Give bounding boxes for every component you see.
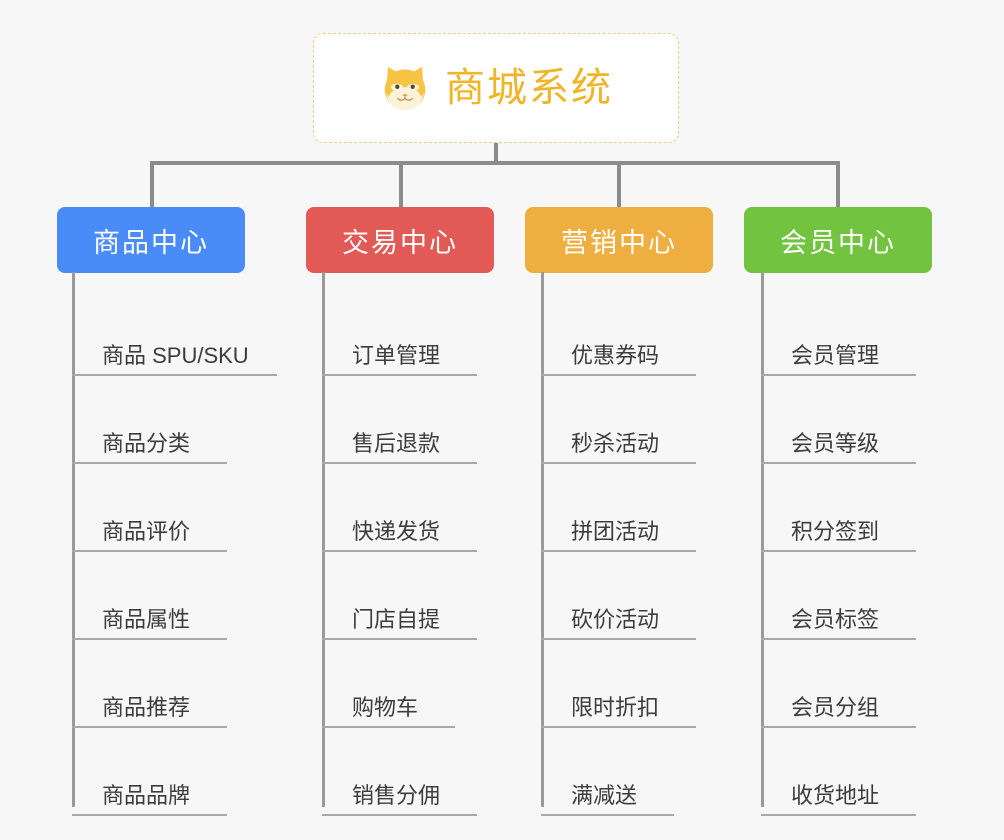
leaf-item-label: 满减送 [571, 782, 638, 808]
category-node-marketing-center[interactable]: 营销中心 [525, 207, 713, 273]
column-spine [72, 272, 75, 807]
leaf-item-label: 商品 SPU/SKU [102, 342, 249, 368]
leaf-item-label: 快递发货 [352, 518, 441, 544]
leaf-item-label: 商品品牌 [102, 782, 191, 808]
leaf-item[interactable]: 限时折扣 [541, 640, 696, 728]
leaf-item[interactable]: 商品推荐 [72, 640, 227, 728]
leaf-item[interactable]: 商品分类 [72, 376, 227, 464]
leaf-item-label: 积分签到 [791, 518, 880, 544]
leaf-item-label: 优惠券码 [571, 342, 660, 368]
leaf-item[interactable]: 商品 SPU/SKU [72, 288, 277, 376]
category-node-product-center[interactable]: 商品中心 [57, 207, 245, 273]
leaf-item-label: 收货地址 [791, 782, 880, 808]
leaf-item[interactable]: 订单管理 [322, 288, 477, 376]
leaf-item-label: 拼团活动 [571, 518, 660, 544]
connector-drop-3 [617, 161, 621, 207]
leaf-item-label: 会员分组 [791, 694, 880, 720]
leaf-item[interactable]: 拼团活动 [541, 464, 696, 552]
leaf-item[interactable]: 会员分组 [761, 640, 916, 728]
shiba-dog-face-icon [384, 66, 426, 110]
leaf-item-label: 售后退款 [352, 430, 441, 456]
leaf-item[interactable]: 快递发货 [322, 464, 477, 552]
leaf-item[interactable]: 收货地址 [761, 728, 916, 816]
leaf-item-label: 秒杀活动 [571, 430, 660, 456]
leaf-item-label: 会员等级 [791, 430, 880, 456]
leaf-item[interactable]: 满减送 [541, 728, 674, 816]
leaf-item[interactable]: 购物车 [322, 640, 455, 728]
connector-horizontal-bus [150, 161, 840, 165]
leaf-item-label: 订单管理 [352, 342, 441, 368]
leaf-item-label: 会员标签 [791, 606, 880, 632]
leaf-item[interactable]: 砍价活动 [541, 552, 696, 640]
leaf-item[interactable]: 商品品牌 [72, 728, 227, 816]
leaf-item-label: 限时折扣 [571, 694, 660, 720]
leaf-item[interactable]: 销售分佣 [322, 728, 477, 816]
connector-drop-2 [399, 161, 403, 207]
category-node-member-center[interactable]: 会员中心 [744, 207, 932, 273]
leaf-item[interactable]: 门店自提 [322, 552, 477, 640]
leaf-item-label: 商品属性 [102, 606, 191, 632]
leaf-item-label: 砍价活动 [571, 606, 660, 632]
leaf-item[interactable]: 优惠券码 [541, 288, 696, 376]
leaf-item-label: 商品评价 [102, 518, 191, 544]
leaf-item-label: 购物车 [352, 694, 419, 720]
leaf-item-label: 销售分佣 [352, 782, 441, 808]
column-spine [541, 272, 544, 807]
leaf-item[interactable]: 会员标签 [761, 552, 916, 640]
leaf-item-label: 商品推荐 [102, 694, 191, 720]
leaf-item[interactable]: 会员管理 [761, 288, 916, 376]
leaf-item-label: 门店自提 [352, 606, 441, 632]
connector-drop-1 [150, 161, 154, 207]
connector-root-stem [494, 143, 498, 165]
column-spine [761, 272, 764, 807]
category-node-label: 营销中心 [561, 227, 677, 258]
leaf-item-label: 会员管理 [791, 342, 880, 368]
root-node-shop-system[interactable]: 商城系统 [313, 33, 679, 143]
leaf-item[interactable]: 商品属性 [72, 552, 227, 640]
connector-drop-4 [836, 161, 840, 207]
leaf-item[interactable]: 积分签到 [761, 464, 916, 552]
column-spine [322, 272, 325, 807]
root-node-title: 商城系统 [445, 66, 613, 110]
category-node-label: 会员中心 [780, 227, 896, 258]
category-node-label: 商品中心 [93, 227, 209, 258]
category-node-label: 交易中心 [342, 227, 458, 258]
leaf-item[interactable]: 售后退款 [322, 376, 477, 464]
leaf-item[interactable]: 会员等级 [761, 376, 916, 464]
category-node-trade-center[interactable]: 交易中心 [306, 207, 494, 273]
leaf-item[interactable]: 秒杀活动 [541, 376, 696, 464]
leaf-item[interactable]: 商品评价 [72, 464, 227, 552]
leaf-item-label: 商品分类 [102, 430, 191, 456]
